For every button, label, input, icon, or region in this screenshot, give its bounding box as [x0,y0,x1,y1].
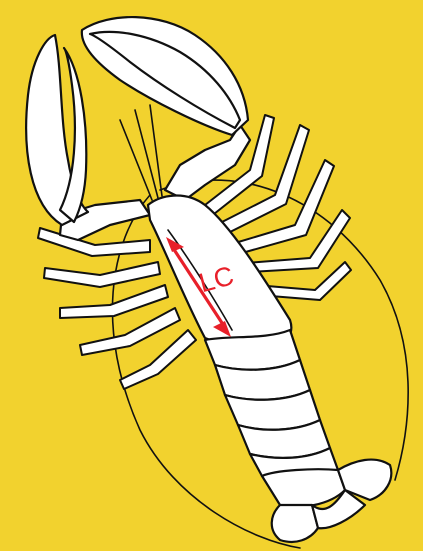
diagram-canvas: LC [0,0,423,551]
lobster-diagram: LC [0,0,423,551]
